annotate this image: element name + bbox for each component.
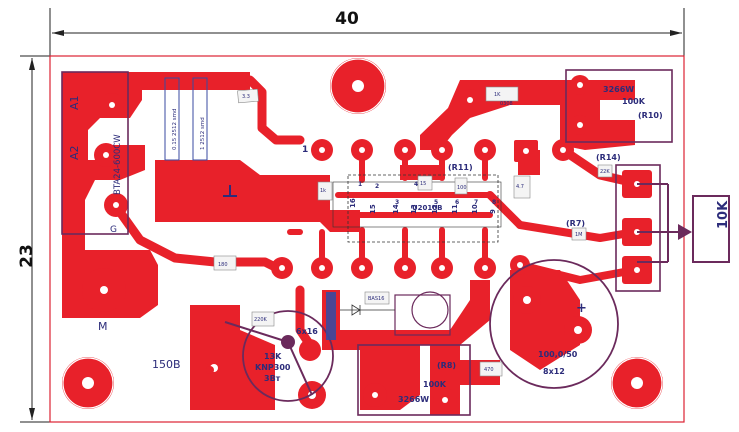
power-res-type: KNP300 (255, 363, 291, 372)
pot-top-type: 3266W (603, 85, 634, 94)
r8-label: (R8) (437, 361, 456, 370)
r-mid3-label: 100 (457, 185, 467, 191)
cap-value: 100,0/50 (538, 350, 578, 359)
r-4-7-label: 4.7 (516, 184, 524, 190)
r-mid-label: 1k (320, 188, 326, 194)
pot-bottom-type: 3266W (398, 395, 429, 404)
labels: A1 A2 G BTA24-600CW 0.15 2512 smd 1 2512… (68, 85, 731, 404)
r14-label: (R14) (596, 153, 621, 162)
diode-label: BAS16 (368, 296, 384, 302)
ic-pin-1: 1 (358, 181, 362, 188)
r7-part-label: 1M (575, 232, 583, 238)
r-mid2-label: 15 (420, 181, 426, 187)
power-resistor-outline (242, 310, 334, 402)
r10-label: (R10) (638, 111, 663, 120)
r-shunt-1-outline (164, 77, 180, 161)
r-mid4-label: 180 (218, 262, 228, 268)
ic-body (332, 181, 502, 228)
power-res-value: 13K (264, 352, 282, 361)
r-shunt-2-label: 1 2512 smd (200, 117, 206, 150)
mounting-holes (62, 58, 663, 409)
ic-outline (347, 174, 499, 243)
capacitor-outline (489, 259, 619, 389)
power-res-power: 3Вт (264, 374, 281, 383)
cap-size: 8x12 (543, 367, 565, 376)
pot-bottom-outline (357, 344, 471, 416)
ic-pin-7: 7 (474, 199, 478, 206)
pot-r14-outline (615, 164, 661, 292)
ic-pin-10: 10 (471, 204, 479, 214)
cap-plus: + (576, 301, 587, 316)
pin-1-label: 1 (302, 145, 308, 155)
r-220k-label: 220K (254, 317, 268, 323)
ic-pin-14: 14 (392, 204, 400, 214)
ic-pin-2: 2 (375, 183, 379, 190)
pot-top-outline (565, 69, 673, 143)
r-shunt-1-label: 0.15 2512 smd (172, 109, 178, 150)
r-left-top-label: 3.3 (242, 94, 250, 100)
r11-label: (R11) (448, 163, 473, 172)
smd-parts (213, 86, 613, 377)
ic-pin-16: 16 (349, 198, 357, 208)
r-bottom-label: 470 (484, 367, 494, 373)
ic-pin-11: 11 (451, 204, 459, 214)
triac-a2-label: A2 (68, 145, 81, 160)
external-pot-label: 10K (716, 200, 731, 229)
ic-pin-8: 8 (492, 199, 496, 206)
r-top-right-label: 1K (494, 92, 501, 98)
ic-pin-3: 3 (395, 199, 399, 206)
width-dimension-label: 40 (335, 9, 359, 29)
triac-a1-label: A1 (68, 95, 81, 110)
triac-part-label: BTA24-600CW (113, 134, 123, 195)
ic-pin-12: 12 (431, 204, 439, 214)
copper-layer (62, 72, 640, 415)
voltage-label: 150B (152, 358, 181, 371)
pot-top-value: 100K (622, 97, 646, 106)
triac-outline (61, 71, 129, 235)
r14-part-label: 22K (600, 169, 610, 175)
pot-bottom-value: 100K (423, 380, 447, 389)
ic-pin-4: 4 (414, 181, 418, 188)
triac-g-label: G (110, 225, 117, 235)
external-pot-body (692, 195, 730, 263)
ic-pin-5: 5 (434, 199, 438, 206)
motor-label: M (98, 320, 108, 333)
r7-label: (R7) (566, 219, 585, 228)
height-dimension-label: 23 (17, 244, 37, 268)
r-top-right-sub: 0308 (500, 101, 513, 107)
ic-pin-6: 6 (455, 199, 459, 206)
ic-pin-15: 15 (369, 204, 377, 214)
ic-pin-13: 13 (410, 204, 418, 214)
ic-name-label: U2010B (412, 204, 443, 212)
board-outline (49, 55, 685, 423)
r-shunt-2-outline (192, 77, 208, 161)
power-res-size: 6x16 (296, 327, 318, 336)
silkscreen (61, 69, 730, 416)
ic-pin-9: 9 (489, 209, 497, 214)
